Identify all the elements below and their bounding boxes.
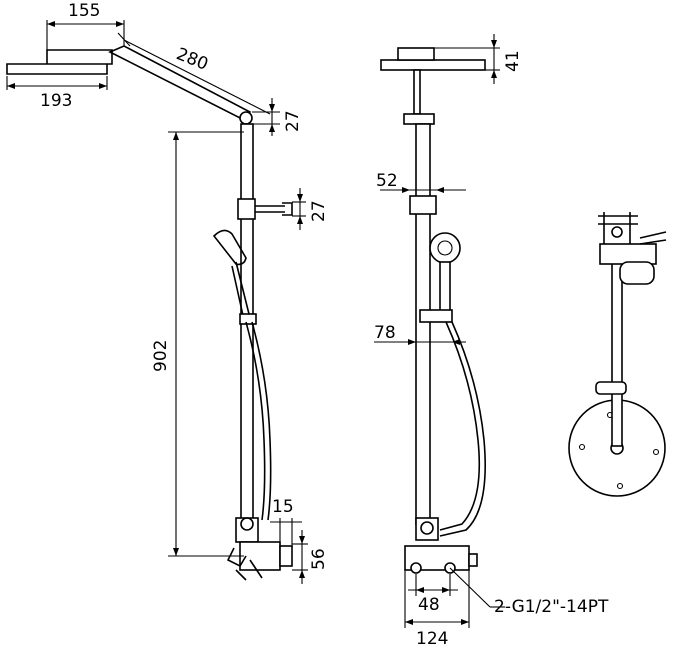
dim-head-thickness: 41 [503,50,523,72]
arm-joint [239,111,253,125]
valve-plan-details [598,212,667,245]
front-dimension-lines [374,34,505,628]
bracket-arm [255,202,293,216]
side-elevation-view [6,45,293,581]
mixer-plan [599,243,657,265]
wall-bracket-front [409,195,437,215]
dim-bracket-offset: 27 [309,200,329,222]
dim-inlet-centers: 48 [418,595,440,615]
front-elevation-view [380,47,486,574]
dim-rail-height: 902 [151,340,171,372]
plan-view [568,212,667,497]
shower-arm [108,45,252,122]
rain-head-side [6,49,113,75]
head-joint-front [403,113,435,125]
rain-head-front [380,59,486,71]
side-dimension-lines [6,20,308,584]
hand-shower-holder-front [419,309,453,323]
diverter-front [415,517,439,541]
head-connector-front [397,47,435,61]
handset-plan [619,261,655,285]
arm-plan [611,259,623,447]
hand-shower-handle-front [439,261,451,313]
connection-spec-label: 2-G1/2"-14PT [494,597,609,617]
hose-side [245,321,272,521]
dim-slider-width: 52 [376,171,398,191]
inlet-left [410,562,422,574]
cross-handle-side [226,547,263,581]
dimension-labels: 155 280 193 27 27 41 902 52 78 15 56 48 … [40,1,609,649]
riser-rail-front [415,123,431,525]
dim-holder-width: 78 [374,323,396,343]
hand-shower-face [429,232,461,264]
dim-valve-width: 124 [416,629,448,649]
inlet-union-side [279,545,293,567]
dim-arm-offset: 27 [283,110,303,132]
hose-front [439,321,486,537]
mixer-handle-front [468,553,478,567]
dim-head-width: 155 [68,1,100,21]
hand-shower-holder [239,313,257,325]
dim-head-diameter: 193 [40,91,72,111]
mixer-body-side [239,541,281,571]
head-stem-front [413,69,421,115]
dim-arm-length: 280 [173,44,211,75]
dim-valve-height: 56 [309,548,329,570]
wall-bracket-side [237,198,256,220]
bracket-plan [595,381,627,395]
dim-inlet-offset: 15 [272,497,294,517]
